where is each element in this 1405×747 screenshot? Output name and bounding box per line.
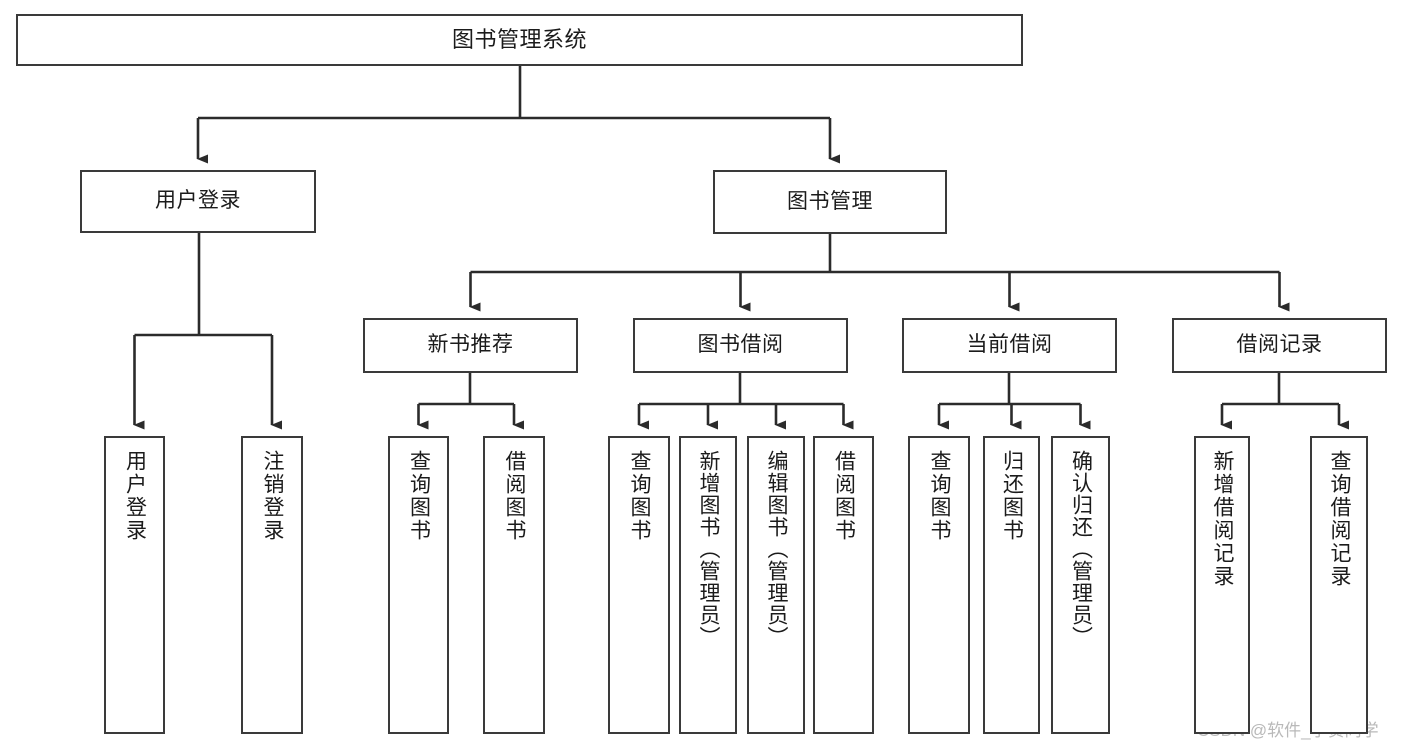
node-label: 查询借阅记录 [1328, 450, 1352, 588]
node-leaf-user-login[interactable]: 用户登录 [104, 436, 165, 734]
node-user-login[interactable]: 用户登录 [80, 170, 316, 233]
node-leaf-borrow-book-a[interactable]: 借阅图书 [483, 436, 545, 734]
node-label: 用户登录 [155, 189, 241, 213]
node-borrow-record[interactable]: 借阅记录 [1172, 318, 1387, 373]
node-leaf-query-record[interactable]: 查询借阅记录 [1310, 436, 1368, 734]
node-label: 用户登录 [123, 450, 147, 542]
node-label: 借阅记录 [1236, 333, 1323, 357]
node-leaf-confirm-return[interactable]: 确认归还（管理员） [1051, 436, 1110, 734]
node-label: 当前借阅 [966, 333, 1053, 357]
node-label: 新增借阅记录 [1211, 450, 1235, 588]
node-leaf-edit-book[interactable]: 编辑图书（管理员） [747, 436, 805, 734]
node-label: 查询图书 [407, 450, 431, 542]
node-book-manage[interactable]: 图书管理 [713, 170, 947, 234]
node-label: 新增图书（管理员） [697, 450, 721, 648]
node-label: 注销登录 [261, 450, 285, 542]
node-label: 图书借阅 [697, 333, 784, 357]
node-label: 新书推荐 [427, 333, 514, 357]
node-label: 图书管理 [787, 189, 873, 213]
node-leaf-borrow-book-b[interactable]: 借阅图书 [813, 436, 874, 734]
node-label: 查询图书 [928, 450, 952, 542]
node-label: 图书管理系统 [451, 27, 587, 53]
node-label: 查询图书 [628, 450, 652, 542]
node-label: 编辑图书（管理员） [765, 450, 789, 648]
node-leaf-return-book[interactable]: 归还图书 [983, 436, 1040, 734]
node-label: 借阅图书 [832, 450, 856, 542]
node-book-borrow[interactable]: 图书借阅 [633, 318, 848, 373]
node-leaf-add-record[interactable]: 新增借阅记录 [1194, 436, 1250, 734]
node-current-borrow[interactable]: 当前借阅 [902, 318, 1117, 373]
node-leaf-query-book-a[interactable]: 查询图书 [388, 436, 449, 734]
node-leaf-query-book-b[interactable]: 查询图书 [608, 436, 670, 734]
node-label: 确认归还（管理员） [1069, 450, 1093, 648]
node-leaf-add-book[interactable]: 新增图书（管理员） [679, 436, 737, 734]
node-root[interactable]: 图书管理系统 [16, 14, 1023, 66]
node-leaf-logout[interactable]: 注销登录 [241, 436, 303, 734]
node-label: 借阅图书 [503, 450, 527, 542]
node-new-book-rec[interactable]: 新书推荐 [363, 318, 578, 373]
node-leaf-query-book-c[interactable]: 查询图书 [908, 436, 970, 734]
node-label: 归还图书 [1000, 450, 1024, 542]
